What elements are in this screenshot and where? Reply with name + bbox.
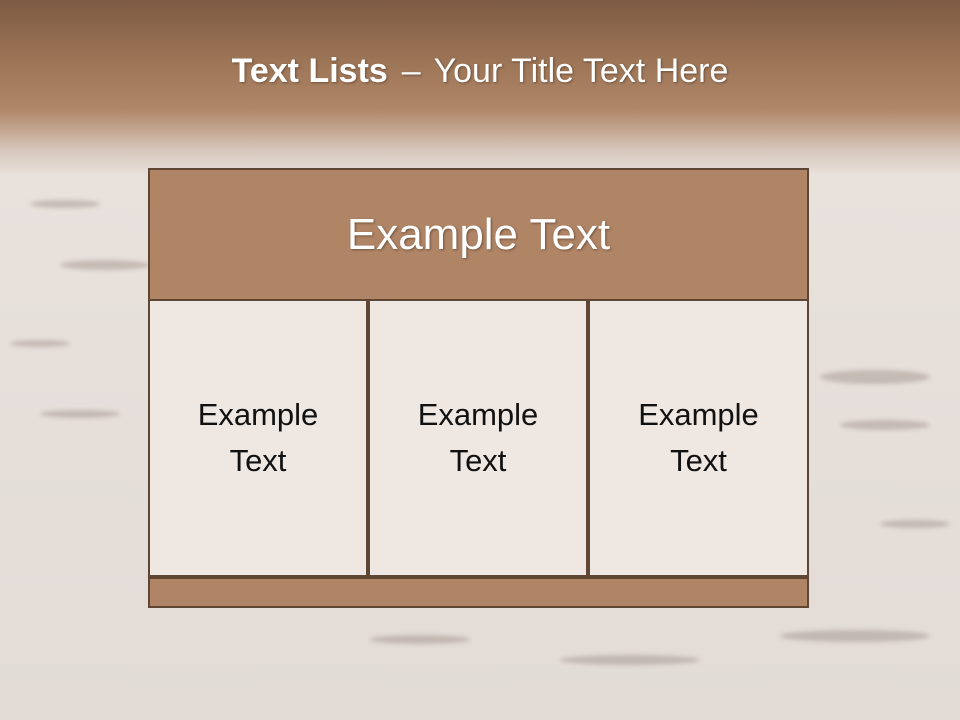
diagram-header-text: Example Text [346, 209, 611, 259]
diagram-column-3-text: Example Text [638, 397, 759, 478]
text-list-diagram: Example Text Example Text Example Text E… [148, 168, 809, 608]
slide-title: Text Lists– Your Title Text Here [0, 52, 960, 91]
diagram-column-2-text: Example Text [417, 397, 539, 478]
title-bold-text: Text Lists [231, 52, 388, 90]
diagram-column-1: Example Text [148, 299, 368, 577]
diagram-header: Example Text [148, 168, 809, 301]
diagram-footer-bar [148, 577, 809, 608]
title-separator: – [401, 52, 421, 90]
title-rest-text: Your Title Text Here [433, 52, 729, 90]
diagram-column-1-text: Example Text [197, 397, 319, 478]
diagram-column-2: Example Text [368, 299, 588, 577]
diagram-column-3: Example Text [588, 299, 809, 577]
